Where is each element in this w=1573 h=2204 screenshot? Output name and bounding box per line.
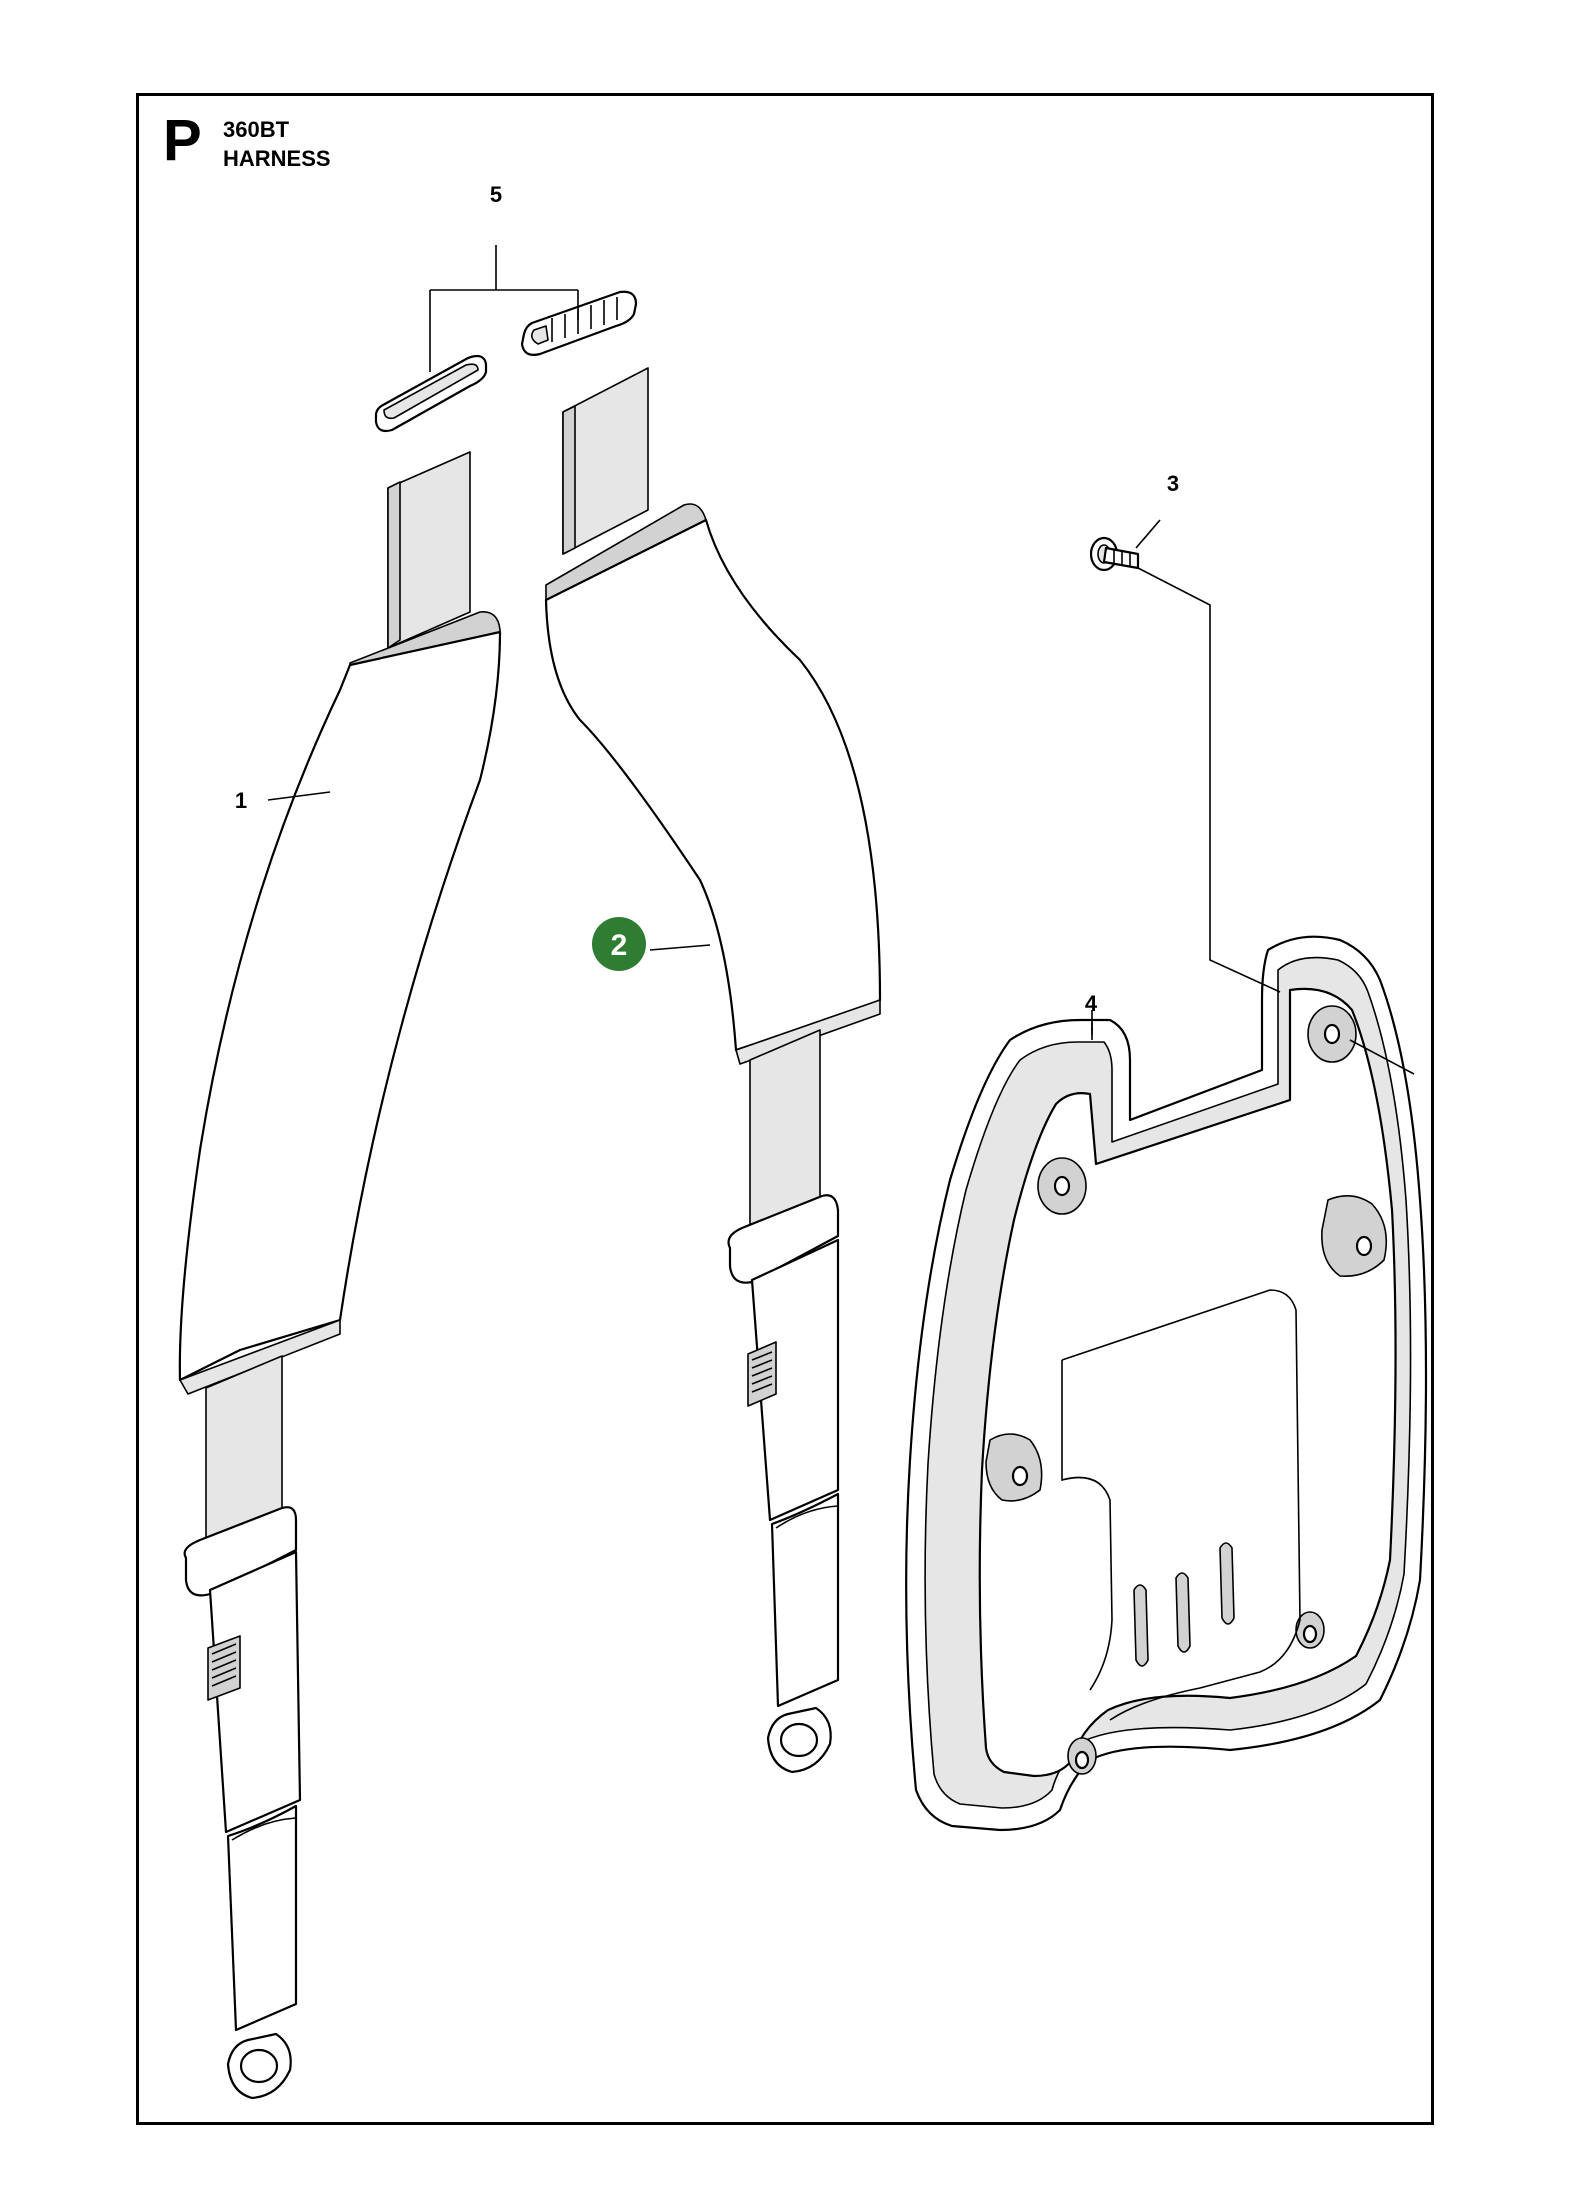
part-5-clips xyxy=(374,290,638,433)
page-title: HARNESS xyxy=(223,146,331,171)
clip-right xyxy=(520,290,638,356)
callout-2: 2 xyxy=(611,929,628,962)
model-number: 360BT xyxy=(223,117,290,142)
callout-2-highlight: 2 xyxy=(592,917,646,971)
clip-left xyxy=(374,354,488,433)
callout-5: 5 xyxy=(490,182,502,207)
part-2-strap-right xyxy=(544,367,882,1774)
part-3-screw xyxy=(1089,536,1140,572)
part-4-back-plate xyxy=(905,935,1428,1832)
leader-lines xyxy=(267,245,1415,1075)
section-letter: P xyxy=(163,108,202,173)
part-1-strap-left xyxy=(178,451,502,2100)
callout-4: 4 xyxy=(1085,991,1098,1016)
callout-1: 1 xyxy=(235,788,247,813)
diagram-frame xyxy=(136,93,1434,2125)
callout-3: 3 xyxy=(1167,471,1179,496)
